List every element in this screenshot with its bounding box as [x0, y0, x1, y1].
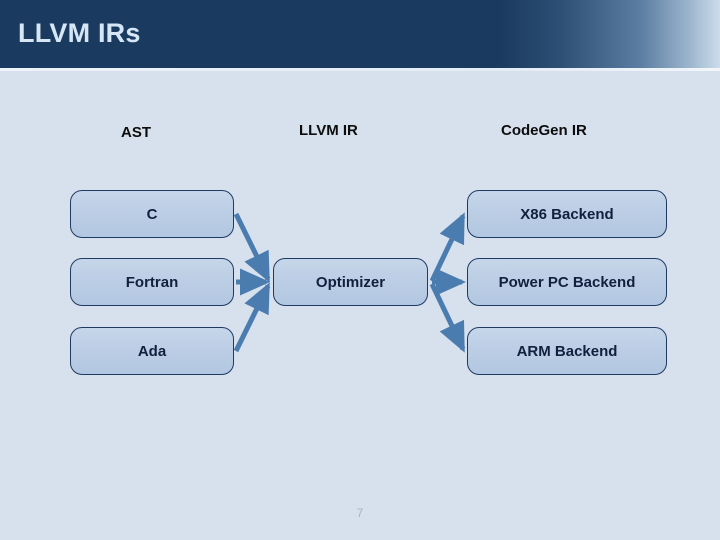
backend-box-x86[interactable]: X86 Backend — [467, 190, 667, 238]
backend-label-powerpc: Power PC Backend — [498, 273, 636, 291]
frontend-box-ada[interactable]: Ada — [70, 327, 234, 375]
backend-box-arm[interactable]: ARM Backend — [467, 327, 667, 375]
arrow-optimizer-to-x86 — [429, 212, 466, 283]
slide-title-bar: LLVM IRs — [0, 0, 720, 68]
page-title: LLVM IRs — [18, 18, 141, 48]
frontend-label-ada: Ada — [137, 342, 167, 360]
arrow-optimizer-to-arm — [429, 282, 466, 353]
title-underline-divider — [0, 68, 720, 71]
backend-label-x86: X86 Backend — [520, 205, 614, 223]
frontend-label-c: C — [146, 205, 158, 223]
frontend-label-fortran: Fortran — [125, 273, 179, 291]
column-header-ast: AST — [121, 124, 151, 141]
page-number: 7 — [356, 506, 364, 520]
column-header-llvm-ir: LLVM IR — [299, 122, 358, 139]
backend-box-powerpc[interactable]: Power PC Backend — [467, 258, 667, 306]
column-header-codegen-ir: CodeGen IR — [501, 122, 587, 139]
frontend-box-fortran[interactable]: Fortran — [70, 258, 234, 306]
arrow-ada-to-optimizer — [233, 282, 271, 353]
backend-label-arm: ARM Backend — [516, 342, 618, 360]
frontend-box-c[interactable]: C — [70, 190, 234, 238]
optimizer-label: Optimizer — [315, 273, 386, 291]
optimizer-box[interactable]: Optimizer — [273, 258, 428, 306]
arrow-c-to-optimizer — [233, 212, 271, 283]
